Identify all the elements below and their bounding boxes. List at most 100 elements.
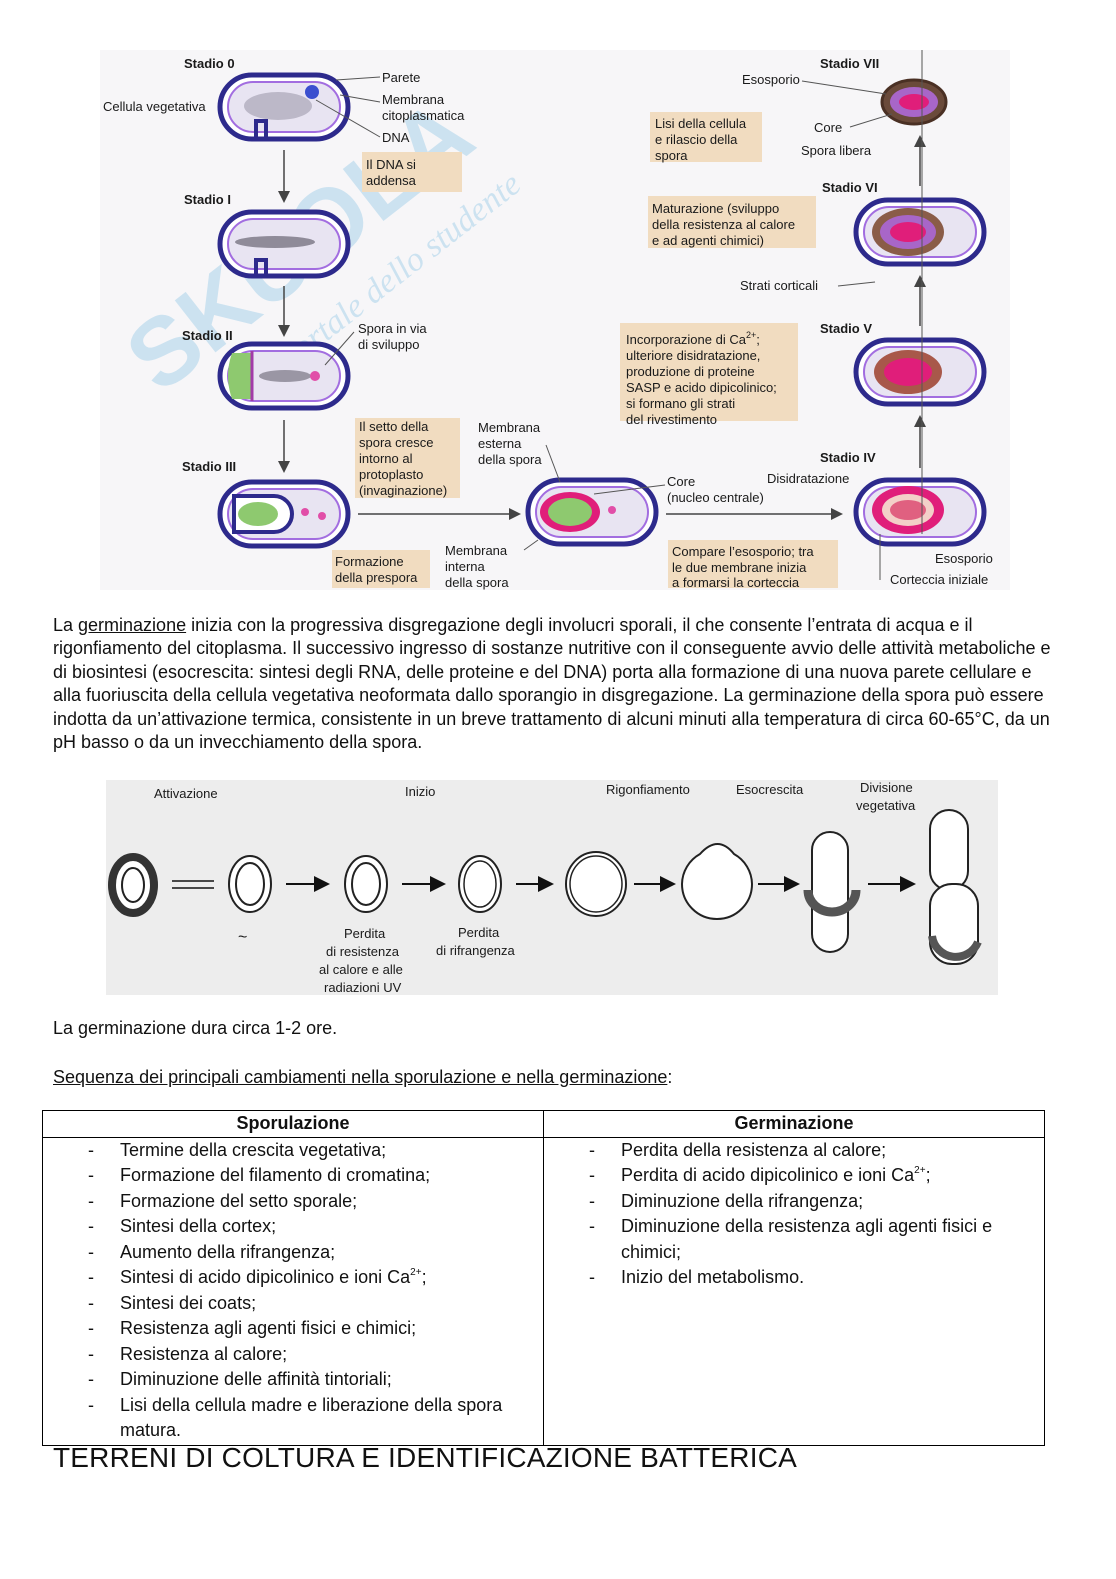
germ-perdita-res-1: Perdita <box>344 926 386 941</box>
label-spora-sviluppo-1: Spora in via <box>358 321 427 336</box>
header-sporulazione: Sporulazione <box>42 1110 544 1138</box>
label-calcio-2: ulteriore disidratazione, <box>626 348 760 363</box>
label-esosporio-box-2: le due membrane inizia <box>672 560 807 575</box>
comparison-table: Sporulazione Germinazione -Termine della… <box>42 1110 1045 1446</box>
stage-3-cell <box>217 479 351 549</box>
label-mem-interna-1: Membrana <box>445 543 508 558</box>
label-dna: DNA <box>382 130 410 145</box>
label-lisi-2: e rilascio della <box>655 132 738 147</box>
germinazione-term: germinazione <box>78 615 187 635</box>
label-setto-3: intorno al <box>359 451 413 466</box>
label-prespora-2: della prespora <box>335 570 418 585</box>
label-membrana-1: Membrana <box>382 92 445 107</box>
germ-perdita-res-2: di resistenza <box>326 944 400 959</box>
sequence-title-line: Sequenza dei principali cambiamenti nell… <box>53 1066 1053 1089</box>
germ-tilde: ~ <box>238 929 247 946</box>
label-membrana-2: citoplasmatica <box>382 108 465 123</box>
spore-outgrowth <box>680 843 754 920</box>
label-dna-addensa-1: Il DNA si <box>366 157 416 172</box>
label-setto-4: protoplasto <box>359 467 423 482</box>
list-item: -Diminuzione della resistenza agli agent… <box>589 1216 993 1262</box>
paragraph-lead: La <box>53 615 79 635</box>
list-item: -Termine della crescita vegetativa; <box>88 1139 387 1160</box>
spore-dormant <box>108 853 158 917</box>
label-core-top: Core <box>814 120 842 135</box>
list-item: -Diminuzione delle affinità tintoriali; <box>88 1369 392 1389</box>
cell-division <box>928 809 982 965</box>
label-prespora-1: Formazione <box>335 554 404 569</box>
label-spora-sviluppo-2: di sviluppo <box>358 337 419 352</box>
forespore-cell <box>525 477 659 547</box>
stage-0-label: Stadio 0 <box>184 56 235 71</box>
spore-refractility-loss <box>458 855 502 913</box>
sporulation-cell: -Termine della crescita vegetativa; -For… <box>42 1136 544 1446</box>
label-core-2: (nucleo centrale) <box>667 490 764 505</box>
list-item: -Aumento della rifrangenza; <box>88 1241 336 1262</box>
stage-3-label: Stadio III <box>182 459 236 474</box>
list-item: -Formazione del filamento di cromatina; <box>88 1165 431 1185</box>
label-maturazione-3: e ad agenti chimici) <box>652 233 764 248</box>
germ-label-esocrescita: Esocrescita <box>736 782 804 797</box>
label-setto-1: Il setto della <box>359 419 429 434</box>
label-mem-esterna-3: della spora <box>478 452 542 467</box>
label-calcio-1: Incorporazione di Ca2+; <box>626 330 760 347</box>
list-item: -Lisi della cellula madre e liberazione … <box>88 1394 503 1441</box>
stage-7-label: Stadio VII <box>820 56 879 71</box>
sequence-colon: : <box>667 1067 673 1087</box>
label-setto-2: spora cresce <box>359 435 433 450</box>
germination-paragraph: La germinazione inizia con la progressiv… <box>53 614 1053 754</box>
list-item: -Perdita della resistenza al calore; <box>589 1139 887 1160</box>
label-spora-libera: Spora libera <box>801 143 872 158</box>
label-mem-esterna-1: Membrana <box>478 420 541 435</box>
label-setto-5: (invaginazione) <box>359 483 447 498</box>
label-calcio-3: produzione di proteine <box>626 364 755 379</box>
label-calcio-6: del rivestimento <box>626 412 717 427</box>
stage-5-cell <box>853 337 987 407</box>
section-heading: TERRENI DI COLTURA E IDENTIFICAZIONE BAT… <box>53 1442 798 1473</box>
germination-cell: -Perdita della resistenza al calore; -Pe… <box>543 1136 1045 1446</box>
label-calcio-4: SASP e acido dipicolinico; <box>626 380 777 395</box>
label-lisi-1: Lisi della cellula <box>655 116 747 131</box>
label-esosporio-top: Esosporio <box>742 72 800 87</box>
germination-duration: La germinazione dura circa 1-2 ore. <box>53 1018 338 1038</box>
header-germinazione: Germinazione <box>543 1110 1045 1138</box>
list-item: -Sintesi della cortex; <box>88 1216 277 1236</box>
label-strati-corticali: Strati corticali <box>740 278 818 293</box>
label-cellula-vegetativa: Cellula vegetativa <box>103 99 206 114</box>
sporulation-diagram: SKUOLA il portale dello studente <box>100 50 1010 590</box>
stage-2-cell <box>217 341 351 411</box>
stage-2-label: Stadio II <box>182 328 233 343</box>
label-mem-interna-2: interna <box>445 559 486 574</box>
list-item: -Resistenza agli agenti fisici e chimici… <box>88 1318 417 1338</box>
label-mem-esterna-2: esterna <box>478 436 522 451</box>
list-item: -Sintesi di acido dipicolinico e ioni Ca… <box>88 1267 427 1287</box>
sporulation-list: -Termine della crescita vegetativa; -For… <box>43 1138 543 1444</box>
label-parete: Parete <box>382 70 420 85</box>
label-esosporio-box-1: Compare l’esosporio; tra <box>672 544 814 559</box>
label-disidratazione: Disidratazione <box>767 471 849 486</box>
sequence-title: Sequenza dei principali cambiamenti nell… <box>53 1067 668 1087</box>
label-esosporio-box-3: a formarsi la corteccia <box>672 575 800 590</box>
label-dna-addensa-2: addensa <box>366 173 417 188</box>
stage-4-label: Stadio IV <box>820 450 876 465</box>
stage-4-cell <box>853 477 987 547</box>
germ-label-divisione-2: vegetativa <box>856 798 916 813</box>
list-item: -Formazione del setto sporale; <box>88 1190 358 1211</box>
label-esosporio: Esosporio <box>935 551 993 566</box>
free-spore <box>880 78 948 126</box>
germ-perdita-res-3: al calore e alle <box>319 962 403 977</box>
list-item: -Diminuzione della rifrangenza; <box>589 1190 864 1211</box>
stage-1-label: Stadio I <box>184 192 231 207</box>
label-core-1: Core <box>667 474 695 489</box>
germ-perdita-rifr-2: di rifrangenza <box>436 943 516 958</box>
label-lisi-3: spora <box>655 148 688 163</box>
label-calcio-5: si formano gli strati <box>626 396 735 411</box>
stage-5-label: Stadio V <box>820 321 872 336</box>
spore-activated <box>228 855 272 913</box>
stage-6-cell <box>853 197 987 267</box>
germ-label-rigonfiamento: Rigonfiamento <box>606 782 690 797</box>
label-maturazione-1: Maturazione (sviluppo <box>652 201 779 216</box>
germ-perdita-rifr-1: Perdita <box>458 925 500 940</box>
spore-initiation <box>344 855 388 913</box>
germination-list: -Perdita della resistenza al calore; -Pe… <box>544 1138 1044 1291</box>
